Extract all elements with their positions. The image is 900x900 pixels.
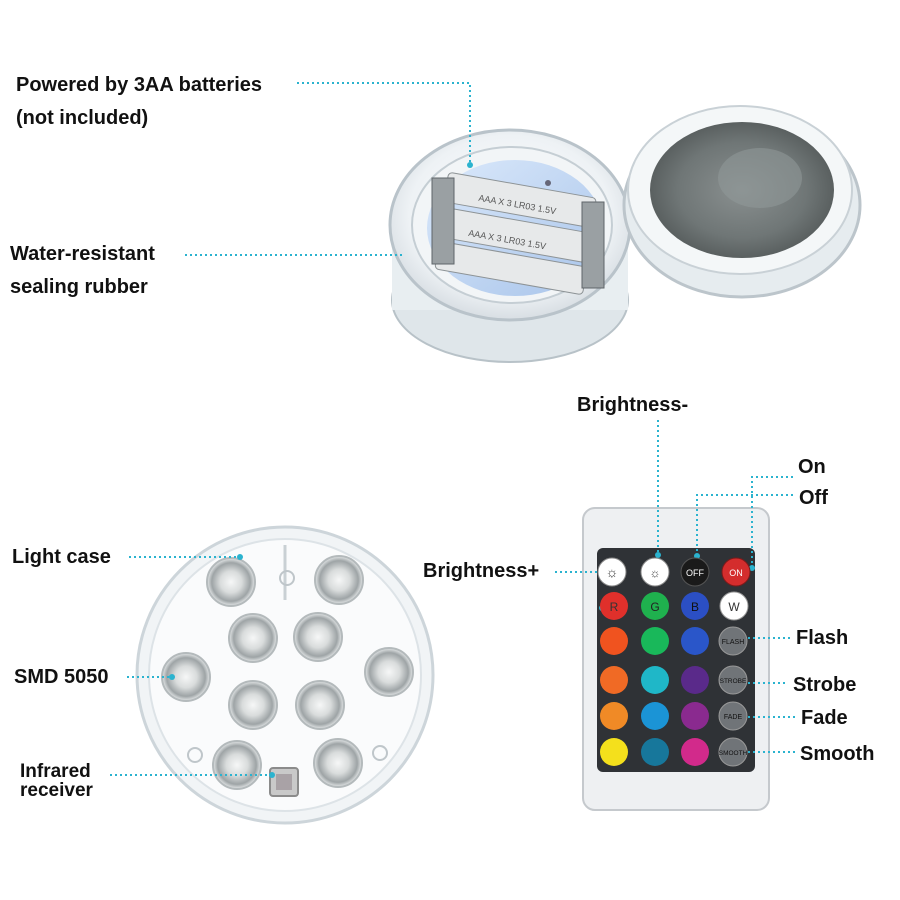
on-button-label: ON <box>729 568 743 578</box>
green-button-label: G <box>650 600 659 614</box>
fade-button-label: FADE <box>724 714 743 721</box>
off-button-label: OFF <box>686 568 704 578</box>
blue-button[interactable] <box>681 592 709 620</box>
color-button[interactable] <box>641 702 669 730</box>
remote-panel <box>597 548 755 772</box>
rubber-label: Water-resistant sealing rubber <box>10 242 155 300</box>
fade-button[interactable] <box>718 701 748 731</box>
battery-lid <box>622 105 862 299</box>
color-button[interactable] <box>641 666 669 694</box>
brightness-plus-label: Brightness+ <box>423 560 540 582</box>
batteries-label-line1: Powered by 3AA batteries <box>16 74 263 96</box>
light-case-label: Light case <box>12 546 111 568</box>
color-button[interactable] <box>600 666 628 694</box>
led-array <box>161 555 414 797</box>
mode-buttons: FLASH STROBE FADE SMOOTH <box>718 626 748 767</box>
led <box>364 647 414 697</box>
brightness-plus-button[interactable] <box>597 557 627 587</box>
button-row-1: ☼ ☼ OFF ON <box>597 557 751 587</box>
white-button[interactable] <box>719 591 749 621</box>
color-button[interactable] <box>600 627 628 655</box>
batteries-label-line2: (not included) <box>16 107 149 129</box>
on-label: On <box>798 456 826 478</box>
smooth-label: Smooth <box>800 743 875 765</box>
led <box>228 613 278 663</box>
brightness-minus-button[interactable] <box>640 557 670 587</box>
led <box>314 555 364 605</box>
infrared-label-line1: Infrared <box>20 761 91 782</box>
color-button[interactable] <box>681 666 709 694</box>
brightness-minus-label: Brightness- <box>577 394 689 416</box>
green-button[interactable] <box>641 592 669 620</box>
sun-small-icon: ☼ <box>650 566 661 580</box>
led <box>212 740 262 790</box>
sun-icon: ☼ <box>606 564 619 580</box>
battery-housing: AAA X 3 LR03 1.5V AAA X 3 LR03 1.5V <box>388 128 632 363</box>
fade-label: Fade <box>801 707 848 729</box>
flash-button[interactable] <box>718 626 748 656</box>
infrared-label-line2: receiver <box>20 780 93 801</box>
infrared-label: Infrared receiver <box>20 762 93 800</box>
smooth-button[interactable] <box>718 737 748 767</box>
led <box>313 738 363 788</box>
color-button[interactable] <box>641 738 669 766</box>
led <box>228 680 278 730</box>
blue-button-label: B <box>691 600 699 614</box>
leader-lines <box>110 82 796 776</box>
batteries-label: Powered by 3AA batteries (not included) <box>16 73 262 131</box>
smd-label: SMD 5050 <box>14 666 109 688</box>
flash-button-label: FLASH <box>722 639 745 646</box>
off-label: Off <box>799 487 828 509</box>
color-button[interactable] <box>600 738 628 766</box>
rubber-label-line1: Water-resistant <box>10 243 155 265</box>
strobe-button-label: STROBE <box>720 678 747 685</box>
led <box>293 612 343 662</box>
button-row-2: R G B W <box>600 591 749 621</box>
color-button[interactable] <box>681 702 709 730</box>
led <box>295 680 345 730</box>
remote-control <box>582 507 770 811</box>
flash-label: Flash <box>796 627 849 649</box>
battery-holder: AAA X 3 LR03 1.5V AAA X 3 LR03 1.5V <box>431 172 605 295</box>
color-button[interactable] <box>681 627 709 655</box>
smooth-button-label: SMOOTH <box>719 750 748 757</box>
color-button[interactable] <box>681 738 709 766</box>
white-button-label: W <box>728 600 740 614</box>
red-button-label: R <box>610 600 619 614</box>
color-button[interactable] <box>600 702 628 730</box>
rubber-label-line2: sealing rubber <box>10 276 148 298</box>
off-button[interactable] <box>680 557 710 587</box>
color-button[interactable] <box>641 627 669 655</box>
color-grid <box>600 627 709 766</box>
on-button[interactable] <box>721 557 751 587</box>
strobe-label: Strobe <box>793 674 857 696</box>
strobe-button[interactable] <box>718 665 748 695</box>
red-button[interactable] <box>600 592 628 620</box>
